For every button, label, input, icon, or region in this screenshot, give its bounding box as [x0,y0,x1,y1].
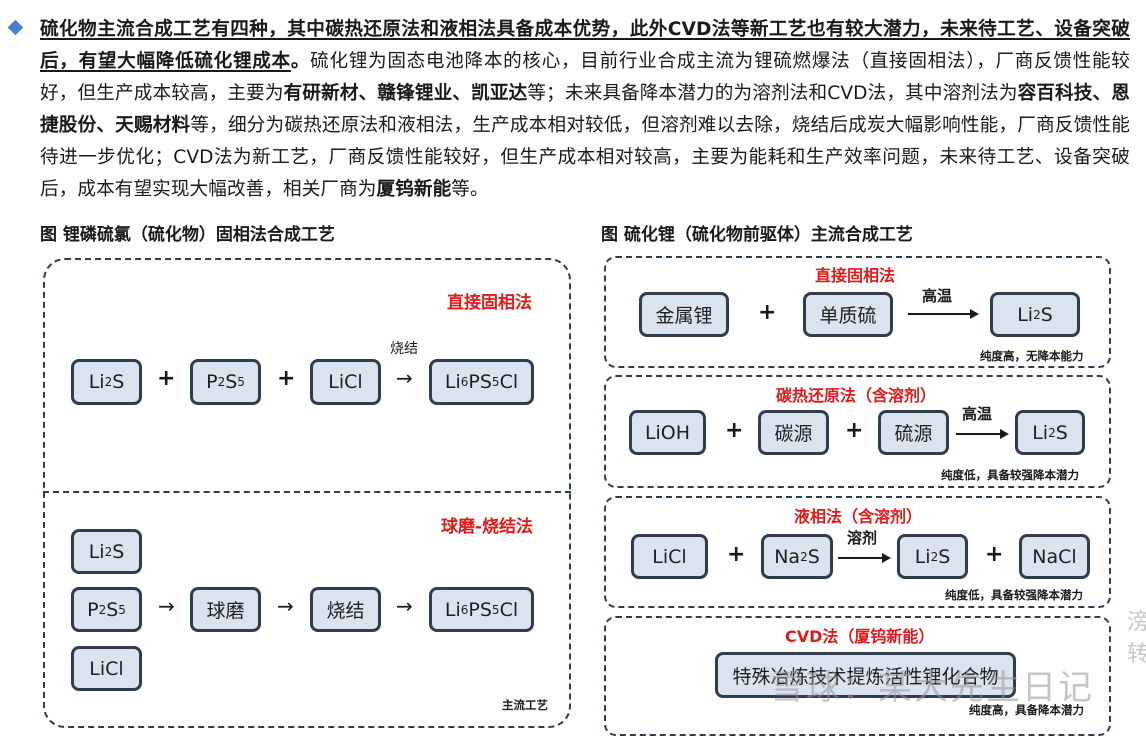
plus-sign: + [727,542,746,567]
arrow-icon: → [396,366,413,390]
input-lioh: LiOH [629,410,706,455]
panel-note: 纯度低，具备较强降本潜力 [945,588,1083,602]
condition-high-temp: 高温 [922,287,953,305]
paragraph-text: 等。 [451,178,489,200]
input-carbon-source: 碳源 [758,410,829,455]
panel-label: 碳热还原法（含溶剂） [776,386,937,405]
plus-sign: + [758,300,777,325]
step-ball-milling: 球磨 [190,587,261,632]
company-names: 厦钨新能 [376,178,452,200]
panel-note: 纯度低，具备较强降本潜力 [941,468,1079,482]
period: 。 [290,50,311,72]
section-label-ballmill-sinter: 球磨-烧结法 [441,517,534,537]
plus-sign: + [725,418,744,443]
paragraph-text: 等；未来具备降本潜力的为溶剂法和CVD法，其中溶剂法为 [527,82,1018,104]
plus-sign: + [277,366,296,391]
arrow-icon: → [277,594,294,618]
arrow-icon: → [158,594,175,618]
arrow-head-icon [1000,429,1009,439]
diamond-bullet-icon [7,19,24,36]
right-figure-title: 图 硫化锂（硫化物前驱体）主流合成工艺 [601,225,913,245]
summary-paragraph: 硫化物主流合成工艺有四种，其中碳热还原法和液相法具备成本优势，此外CVD法等新工… [40,14,1130,205]
company-names: 有研新材、赣锋锂业、凯亚达 [283,82,528,104]
panel-note: 纯度高，具备降本潜力 [969,703,1084,717]
watermark: 雪球：某大先生日记 [770,668,1094,708]
reaction-arrow-line [956,433,1002,435]
mainstream-note: 主流工艺 [502,698,548,712]
paragraph-text: 等，细分为碳热还原法和液相法，生产成本相对较低，但溶剂难以去除，烧结后成炭大幅影… [40,114,1130,200]
reaction-arrow-line [908,313,972,315]
input-licl: LiCl [71,646,142,691]
panel-label: CVD法（厦钨新能） [785,627,935,646]
panel-direct-solid [604,256,1111,368]
condition-solvent: 溶剂 [847,529,878,547]
panel-label: 直接固相法 [815,266,896,285]
edge-text-fragment: 滂 [1127,610,1146,635]
arrow-label-sintering: 烧结 [390,341,418,357]
input-elemental-sulfur: 单质硫 [803,292,893,337]
plus-sign: + [157,366,176,391]
left-figure-title: 图 锂磷硫氯（硫化物）固相法合成工艺 [40,225,335,245]
step-sintering: 烧结 [310,587,381,632]
arrow-head-icon [882,553,891,563]
reaction-arrow-line [838,557,884,559]
edge-text-fragment: 转 [1127,642,1146,667]
plus-sign: + [845,418,864,443]
input-sulfur-source: 硫源 [878,410,949,455]
arrow-head-icon [970,309,979,319]
section-label-direct-solid: 直接固相法 [447,293,532,313]
panel-carbothermal [604,375,1111,488]
process-special-smelting: 特殊冶炼技术提炼活性锂化合物 [715,652,1016,698]
panel-liquid-phase [604,496,1111,608]
arrow-icon: → [396,594,413,618]
paragraph-text: 硫化锂为固态电池降本的核心，目前行业合成主流为锂硫燃爆法（直接固相法），厂商反馈… [40,50,1130,104]
product-nacl: NaCl [1019,534,1090,579]
panel-note: 纯度高，无降本能力 [980,349,1084,363]
company-names: 容百科技、恩捷股份、天赐材料 [40,82,1130,136]
section-divider [43,491,571,493]
plus-sign: + [985,542,1004,567]
key-conclusion: 硫化物主流合成工艺有四种，其中碳热还原法和液相法具备成本优势，此外CVD法等新工… [40,19,1130,72]
reactant-licl: LiCl [310,359,381,405]
input-metal-lithium: 金属锂 [639,292,729,337]
condition-high-temp: 高温 [962,405,993,423]
panel-label: 液相法（含溶剂） [794,507,923,526]
input-licl: LiCl [631,534,708,579]
